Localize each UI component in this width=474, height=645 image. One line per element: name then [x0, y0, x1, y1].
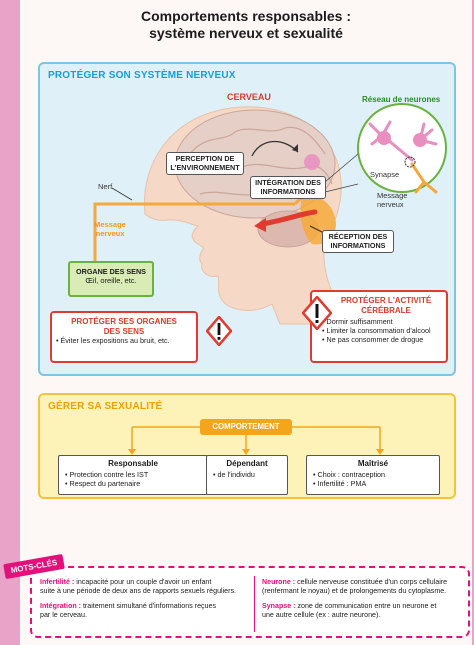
sexualite-section-title: GÉRER SA SEXUALITÉ: [48, 401, 163, 412]
sens-item: Éviter les expositions au bruit, etc.: [56, 336, 192, 345]
message-nerveux-label: Message nerveux: [377, 191, 408, 209]
nerve-section-title: PROTÉGER SON SYSTÈME NERVEUX: [48, 70, 236, 81]
maitrise-item: Infertilité : PMA: [313, 479, 433, 488]
proteger-activite-title: PROTÉGER L'ACTIVITÉ CÉRÉBRALE: [340, 296, 432, 315]
mots-divider: [254, 576, 255, 632]
proteger-sens-title: PROTÉGER SES ORGANES DES SENS: [71, 317, 177, 336]
maitrise-item: Choix : contraception: [313, 470, 433, 479]
nerve-section: PROTÉGER SON SYSTÈME NERVEUX CERVEAU Rés…: [38, 62, 456, 376]
page-title: Comportements responsables : système ner…: [140, 8, 352, 41]
maitrise-box: Maîtrisé Choix : contraception Infertili…: [306, 455, 440, 495]
def-integration: Intégration : traitement simultané d'inf…: [40, 602, 216, 619]
activite-item: Ne pas consommer de drogue: [322, 335, 440, 344]
responsable-box: Responsable Protection contre les IST Re…: [58, 455, 208, 495]
def-neurone: Neurone : cellule nerveuse constituée d'…: [262, 578, 448, 595]
mots-cles-panel: Infertilité : incapacité pour un couple …: [30, 566, 470, 638]
organe-des-sens-box: ORGANE DES SENS Œil, oreille, etc.: [68, 261, 154, 297]
proteger-sens-box: PROTÉGER SES ORGANES DES SENS Éviter les…: [50, 311, 198, 363]
def-infertilite: Infertilité : incapacité pour un couple …: [40, 578, 236, 595]
warning-icon: [206, 316, 232, 346]
reseau-neurones-label: Réseau de neurones: [362, 95, 441, 104]
responsable-item: Protection contre les IST: [65, 470, 201, 479]
integration-box: INTÉGRATION DES INFORMATIONS: [250, 176, 326, 199]
responsable-item: Respect du partenaire: [65, 479, 201, 488]
nerf-label: Nerf: [98, 182, 113, 191]
proteger-activite-box: PROTÉGER L'ACTIVITÉ CÉRÉBRALE Dormir suf…: [310, 290, 448, 363]
message-nerveux-sens-label: Message nerveux: [94, 220, 126, 238]
warning-icon: [302, 296, 332, 330]
sexualite-section: GÉRER SA SEXUALITÉ COMPORTEMENT Responsa…: [38, 393, 456, 499]
comportement-box: COMPORTEMENT: [200, 419, 292, 435]
reception-box: RÉCEPTION DES INFORMATIONS: [322, 230, 394, 253]
activite-item: Dormir suffisamment: [322, 317, 440, 326]
activite-item: Limiter la consommation d'alcool: [322, 326, 440, 335]
dependant-item: de l'individu: [213, 470, 281, 479]
perception-box: PERCEPTION DE L'ENVIRONNEMENT: [166, 152, 244, 175]
page: Comportements responsables : système ner…: [20, 0, 472, 645]
def-synapse: Synapse : zone de communication entre un…: [262, 602, 437, 619]
synapse-label: Synapse: [370, 170, 400, 179]
dependant-box: Dépendant de l'individu: [206, 455, 288, 495]
sexualite-connectors: [128, 426, 384, 455]
cerveau-label: CERVEAU: [227, 92, 271, 102]
